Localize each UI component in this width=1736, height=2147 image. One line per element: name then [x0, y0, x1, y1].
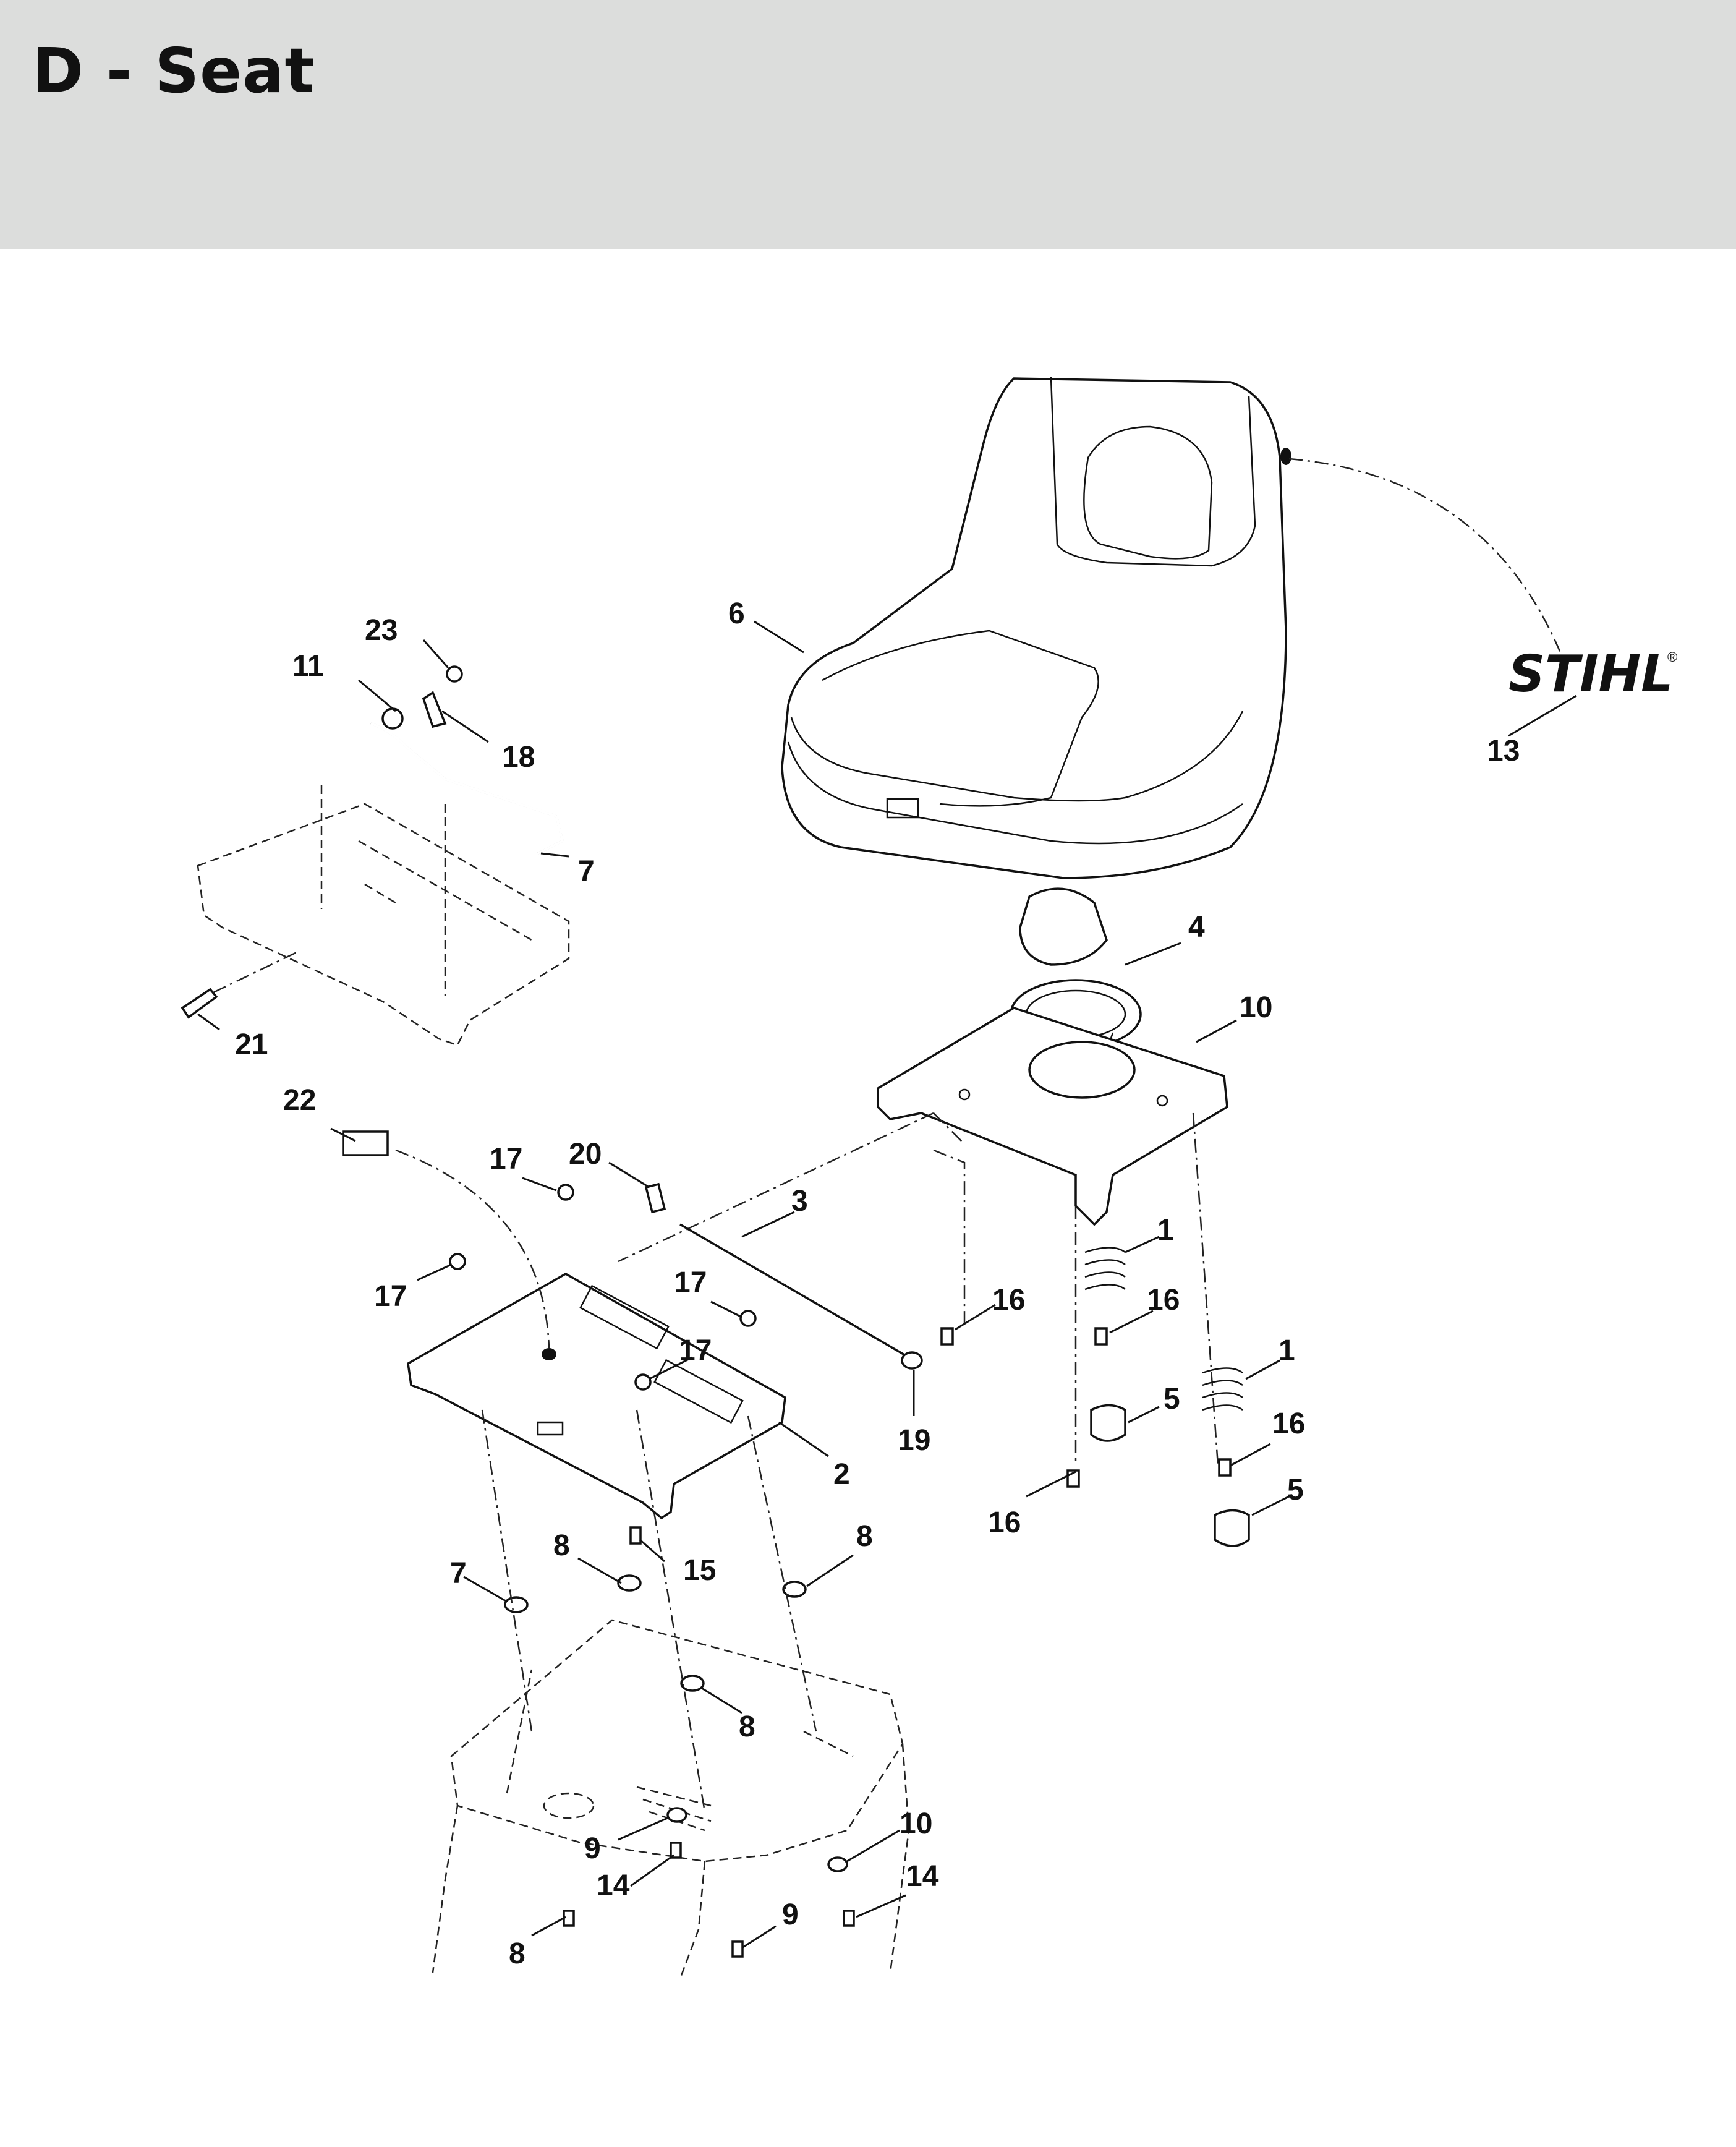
seat-mount-plate [877, 1007, 1228, 1226]
bumper-part [1090, 1404, 1126, 1442]
callout-2: 2 [833, 1458, 850, 1491]
bolt-part [670, 1842, 682, 1859]
rod-part [679, 1223, 909, 1359]
callout-1: 1 [1157, 1214, 1174, 1247]
leader-lines [197, 620, 1577, 1949]
callout-8: 8 [856, 1520, 873, 1553]
seat-part [781, 377, 1291, 879]
washer-part [827, 1856, 848, 1872]
washer-part [680, 1675, 705, 1692]
callout-17: 17 [674, 1266, 707, 1299]
callout-17: 17 [374, 1280, 407, 1313]
callout-8: 8 [553, 1529, 570, 1562]
callout-11: 10 [1240, 991, 1272, 1024]
header-bar: D - Seat [0, 0, 1736, 249]
clip-part [644, 1182, 666, 1214]
bumper-part [1214, 1509, 1250, 1547]
logo-leader [1288, 458, 1565, 662]
callout-5: 5 [1164, 1383, 1180, 1415]
lower-frame-reference [432, 1619, 910, 1979]
ring-part [901, 1351, 923, 1370]
callout-23: 23 [365, 614, 398, 647]
callout-17: 17 [490, 1143, 522, 1176]
washer-part [782, 1581, 807, 1598]
slide-plate [407, 1272, 786, 1520]
callout-16: 16 [1147, 1284, 1180, 1317]
callout-1: 1 [1279, 1334, 1295, 1367]
callout-3: 3 [791, 1185, 808, 1218]
callout-12: 11 [292, 650, 324, 683]
centerline [618, 1112, 965, 1263]
bolt-part [629, 1526, 642, 1545]
callout-16: 16 [988, 1506, 1021, 1539]
callout-14: 14 [906, 1860, 939, 1893]
lever-part [370, 722, 564, 855]
page-title: D - Seat [32, 35, 315, 107]
callout-10: 10 [900, 1808, 932, 1840]
nut-part [446, 665, 463, 683]
decal-leader [395, 1149, 550, 1349]
callout-16: 16 [1272, 1407, 1305, 1440]
nut-part [634, 1373, 652, 1391]
centerline [1192, 1112, 1219, 1466]
callout-9: 9 [782, 1898, 799, 1931]
callout-7: 7 [578, 855, 595, 888]
stihl-logo-text: STIHL [1508, 645, 1673, 704]
callout-labels: 6 13 4 10 1 1 5 5 16 16 16 16 3 19 2 17 … [235, 597, 1520, 1970]
callout-17: 17 [679, 1334, 712, 1367]
nut-part [739, 1310, 757, 1327]
bolt-part [1218, 1458, 1232, 1477]
callout-5: 5 [1287, 1474, 1304, 1506]
bolt-part [181, 988, 218, 1019]
centerline [213, 951, 297, 994]
callout-19: 19 [898, 1424, 930, 1457]
bolt-part [731, 1940, 744, 1958]
nut-part [449, 1253, 466, 1270]
bolt-part [940, 1327, 954, 1346]
callout-22: 22 [283, 1084, 316, 1117]
nut-part [557, 1184, 574, 1201]
centerline [747, 1415, 817, 1732]
upper-frame-reference [197, 785, 570, 1046]
callout-16: 16 [992, 1284, 1025, 1317]
centerline [636, 1409, 706, 1812]
callout-13: 13 [1487, 735, 1520, 767]
callout-10: 9 [584, 1832, 601, 1865]
callout-20: 20 [569, 1138, 602, 1171]
callout-15: 15 [683, 1554, 716, 1587]
washer-part [504, 1596, 529, 1613]
label-decal [342, 1130, 389, 1156]
callout-21: 21 [235, 1028, 268, 1061]
knob-part [381, 707, 404, 730]
callout-14: 14 [597, 1869, 630, 1902]
spring-clip-part [422, 691, 447, 728]
centerline [933, 1149, 966, 1330]
stihl-logo: STIHL ® [1508, 645, 1677, 704]
callout-9: 8 [509, 1937, 525, 1970]
callout-4: 4 [1188, 911, 1205, 944]
washer-part [666, 1807, 687, 1823]
spring-part [1084, 1247, 1126, 1291]
callout-6: 6 [728, 597, 745, 630]
bolt-part [843, 1910, 855, 1927]
washer-part [617, 1574, 642, 1592]
centerline [481, 1409, 533, 1732]
callout-8: 7 [450, 1557, 467, 1590]
registered-mark: ® [1667, 649, 1677, 665]
spring-part [1202, 1367, 1243, 1411]
callout-8: 8 [739, 1710, 755, 1743]
bolt-part [1094, 1327, 1108, 1346]
callout-18: 18 [502, 741, 535, 774]
